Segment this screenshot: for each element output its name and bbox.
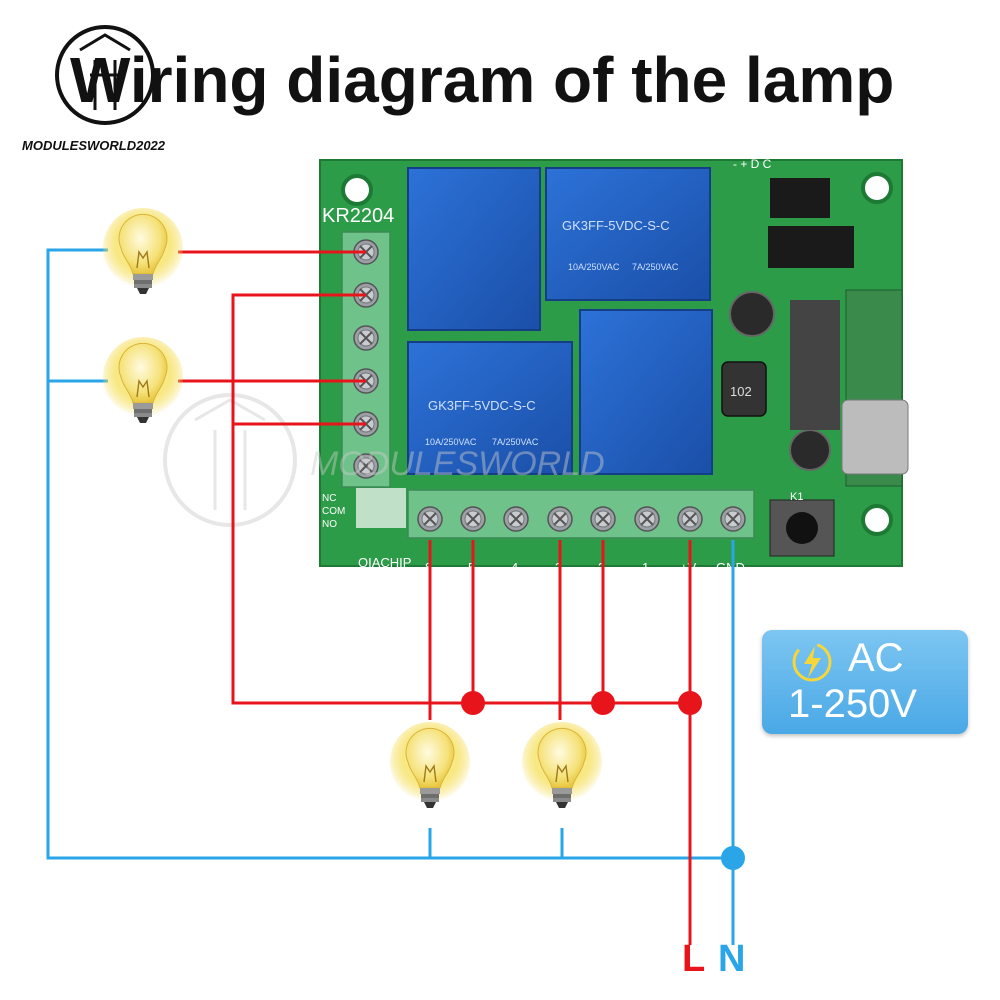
ac-label: AC: [848, 636, 904, 680]
live-wires: [178, 250, 692, 945]
terminal-label-gnd: GND: [716, 560, 745, 575]
k1-label: K1: [790, 491, 803, 503]
neutral-junction: [721, 846, 745, 870]
lightning-icon: [792, 642, 832, 682]
neutral-label: N: [718, 938, 746, 980]
live-junction-3: [678, 691, 702, 715]
relay-board: [319, 159, 909, 567]
board-top-labels: - + D C: [733, 157, 772, 171]
relay-2-label: GK3FF-5VDC-S-C: [562, 218, 670, 233]
capacitor-2: [789, 429, 831, 471]
brand-name: MODULESWORLD2022: [22, 138, 166, 153]
nc-label: NC: [322, 493, 336, 504]
page-title: Wiring diagram of the lamp: [70, 44, 895, 116]
terminal-label-vplus: +V: [680, 560, 697, 575]
relay-3-label: GK3FF-5VDC-S-C: [428, 398, 536, 413]
relay-2: [545, 167, 711, 301]
relay-3-rating-1: 10A/250VAC: [425, 437, 477, 447]
board-model: KR2204: [322, 205, 394, 227]
relay-2-rating-2: 7A/250VAC: [632, 262, 679, 272]
relay-4: [579, 309, 713, 475]
lamp-3: [389, 721, 471, 809]
relay-1: [407, 167, 541, 331]
inductor-label: 102: [730, 384, 752, 399]
inductor: [721, 361, 767, 417]
relay-2-rating-1: 10A/250VAC: [568, 262, 620, 272]
live-junction-1: [461, 691, 485, 715]
live-label: L: [682, 938, 706, 980]
watermark-logo: [163, 393, 297, 527]
watermark-text: MODULESWORLD: [310, 445, 605, 483]
terminal-label-1: 1: [642, 560, 649, 575]
brand-logo: [55, 25, 155, 125]
ac-voltage-badge: AC 1-250V: [762, 630, 968, 734]
com-label: COM: [322, 506, 345, 517]
neutral-wires: [46, 248, 735, 945]
board-maker: QIACHIP: [358, 555, 411, 570]
lamp-1: [102, 207, 184, 295]
ic-chip-small: [770, 178, 830, 218]
terminal-label-4: 4: [511, 560, 518, 575]
lamp-2: [102, 336, 184, 424]
antenna-coil: [790, 300, 840, 430]
k1-button[interactable]: [786, 512, 818, 544]
relay-3-rating-2: 7A/250VAC: [492, 437, 539, 447]
no-label: NO: [322, 519, 337, 530]
crystal: [841, 399, 909, 475]
relay-3: [407, 341, 573, 475]
lamp-4: [521, 721, 603, 809]
live-junction-2: [591, 691, 615, 715]
voltage-range: 1-250V: [788, 682, 917, 726]
capacitor: [729, 291, 775, 337]
ic-chip-large: [768, 226, 854, 268]
